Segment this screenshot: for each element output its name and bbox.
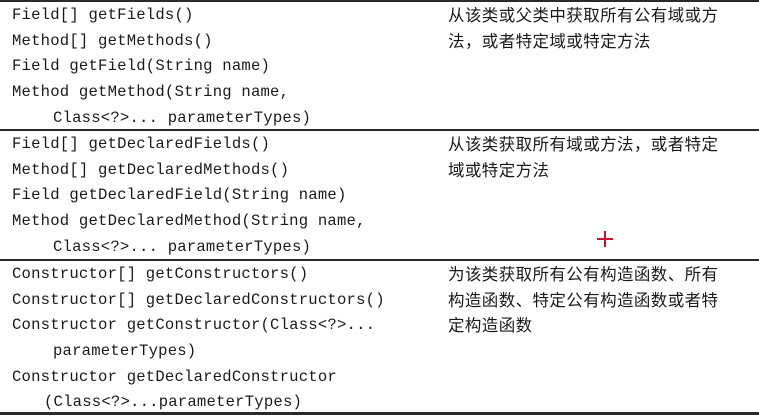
code-line: Field[] getFields() [12, 6, 194, 24]
code-line: parameterTypes) [53, 342, 197, 361]
code-line: Constructor[] getDeclaredConstructors() [12, 290, 385, 309]
description-line: 为该类获取所有公有构造函数、所有 [448, 265, 719, 284]
description-line: 定构造函数 [448, 316, 533, 336]
description-line: 构造函数、特定公有构造函数或者特 [448, 290, 719, 310]
table-row-declared-members: Field[] getDeclaredFields() Method[] get… [0, 132, 759, 258]
code-line: Method[] getMethods() [12, 31, 213, 50]
description-cell: 从该类获取所有域或方法，或者特定 域或特定方法 [448, 132, 748, 183]
code-line: Method getDeclaredMethod(String name, [12, 212, 366, 231]
table-row-constructors: Constructor[] getConstructors() Construc… [0, 262, 759, 415]
code-line: Method[] getDeclaredMethods() [12, 160, 290, 179]
code-line: Constructor[] getConstructors() [12, 265, 309, 283]
table-bottom-rule [0, 412, 759, 415]
code-line: Method getMethod(String name, [12, 83, 290, 102]
code-cell: Field[] getFields() Method[] getMethods(… [12, 3, 442, 131]
code-line: Class<?>... parameterTypes) [53, 108, 312, 127]
description-line: 从该类或父类中获取所有公有域或方 [448, 6, 719, 25]
description-line: 域或特定方法 [448, 160, 550, 180]
code-line: (Class<?>...parameterTypes) [44, 393, 303, 412]
description-cell: 为该类获取所有公有构造函数、所有 构造函数、特定公有构造函数或者特 定构造函数 [448, 262, 748, 339]
code-line: Field[] getDeclaredFields() [12, 135, 271, 153]
code-cell: Constructor[] getConstructors() Construc… [12, 262, 442, 416]
code-line: Field getField(String name) [12, 57, 271, 76]
crosshair-vertical [604, 231, 606, 247]
description-cell: 从该类或父类中获取所有公有域或方 法，或者特定域或特定方法 [448, 3, 748, 54]
code-line: Class<?>... parameterTypes) [53, 237, 312, 256]
table-divider [0, 129, 759, 131]
code-line: Field getDeclaredField(String name) [12, 186, 347, 205]
crosshair-icon [597, 231, 613, 247]
table-top-rule [0, 0, 759, 2]
description-line: 从该类获取所有域或方法，或者特定 [448, 135, 719, 154]
description-line: 法，或者特定域或特定方法 [448, 31, 651, 51]
code-line: Constructor getDeclaredConstructor [12, 367, 337, 386]
table-divider [0, 259, 759, 261]
code-cell: Field[] getDeclaredFields() Method[] get… [12, 132, 442, 260]
table-row-public-members: Field[] getFields() Method[] getMethods(… [0, 3, 759, 127]
code-line: Constructor getConstructor(Class<?>... [12, 316, 376, 335]
